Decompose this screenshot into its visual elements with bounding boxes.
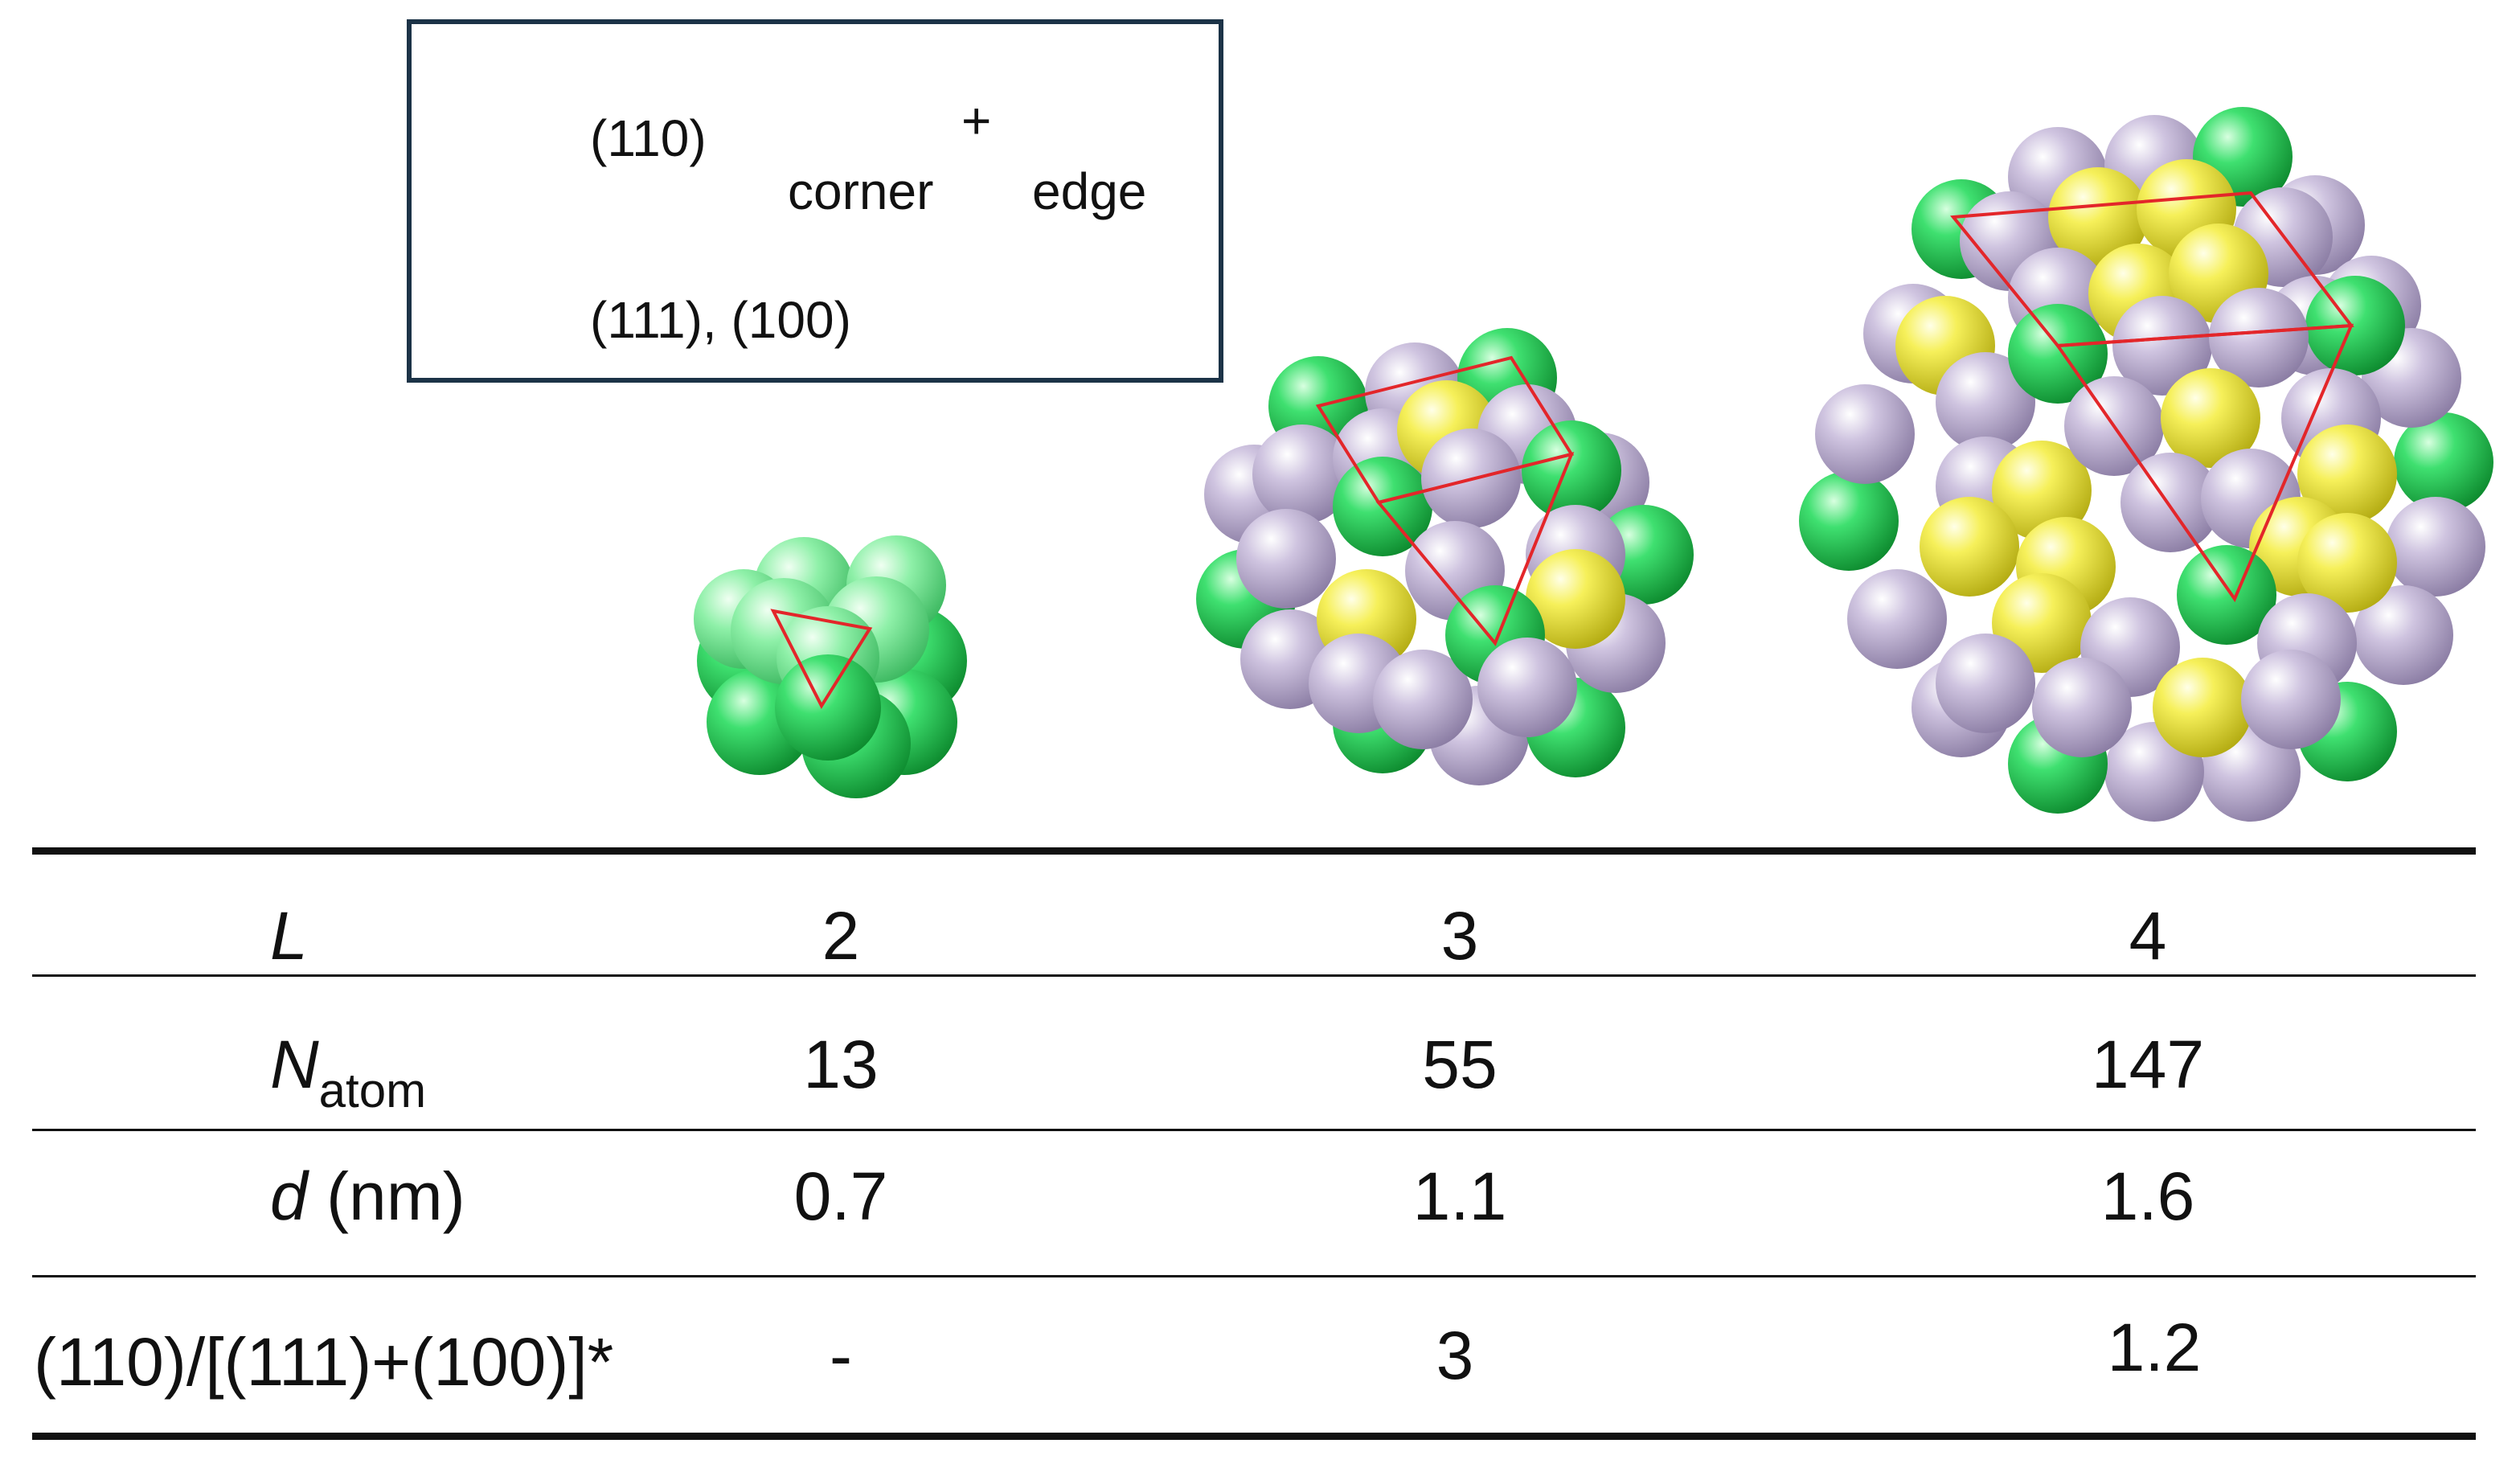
cluster-55-icon xyxy=(1196,328,1694,785)
cluster-13-icon xyxy=(694,535,967,798)
row-label-L: L xyxy=(270,898,308,974)
table-row-divider xyxy=(32,1275,2476,1277)
row-label-diameter: d (nm) xyxy=(270,1158,465,1234)
legend-line-label: (110) xyxy=(590,109,707,167)
table-bottom-rule xyxy=(32,1433,2476,1440)
table-row-divider xyxy=(32,1129,2476,1131)
row-label-natom: Natom xyxy=(270,1027,427,1117)
table-cell: 2 xyxy=(822,898,860,974)
table-cell: 1.1 xyxy=(1412,1158,1507,1234)
legend-corner-label: corner xyxy=(788,162,934,220)
table-cell: 1.2 xyxy=(2107,1310,2202,1385)
legend-yellow-label: (111), (100) xyxy=(590,291,851,349)
table-cell: 13 xyxy=(803,1027,879,1102)
table-cell: 0.7 xyxy=(793,1158,888,1234)
row-label-facet-ratio: (110)/[(111)+(100)]* xyxy=(34,1324,614,1400)
table-cell: 3 xyxy=(1440,898,1479,974)
table-cell: 4 xyxy=(2129,898,2167,974)
table-cell: - xyxy=(830,1318,852,1393)
legend-edge-label: edge xyxy=(1032,162,1147,220)
table-top-rule xyxy=(32,847,2476,855)
table-cell: 3 xyxy=(1436,1318,1474,1393)
legend-plus: + xyxy=(961,92,992,150)
legend-box xyxy=(407,19,1223,383)
cluster-147-icon xyxy=(1799,107,2493,822)
table-cell: 147 xyxy=(2091,1027,2205,1102)
table-row-divider xyxy=(32,974,2476,977)
table-cell: 1.6 xyxy=(2100,1158,2195,1234)
cluster-illustrations xyxy=(450,59,2493,822)
table-cell: 55 xyxy=(1422,1027,1498,1102)
